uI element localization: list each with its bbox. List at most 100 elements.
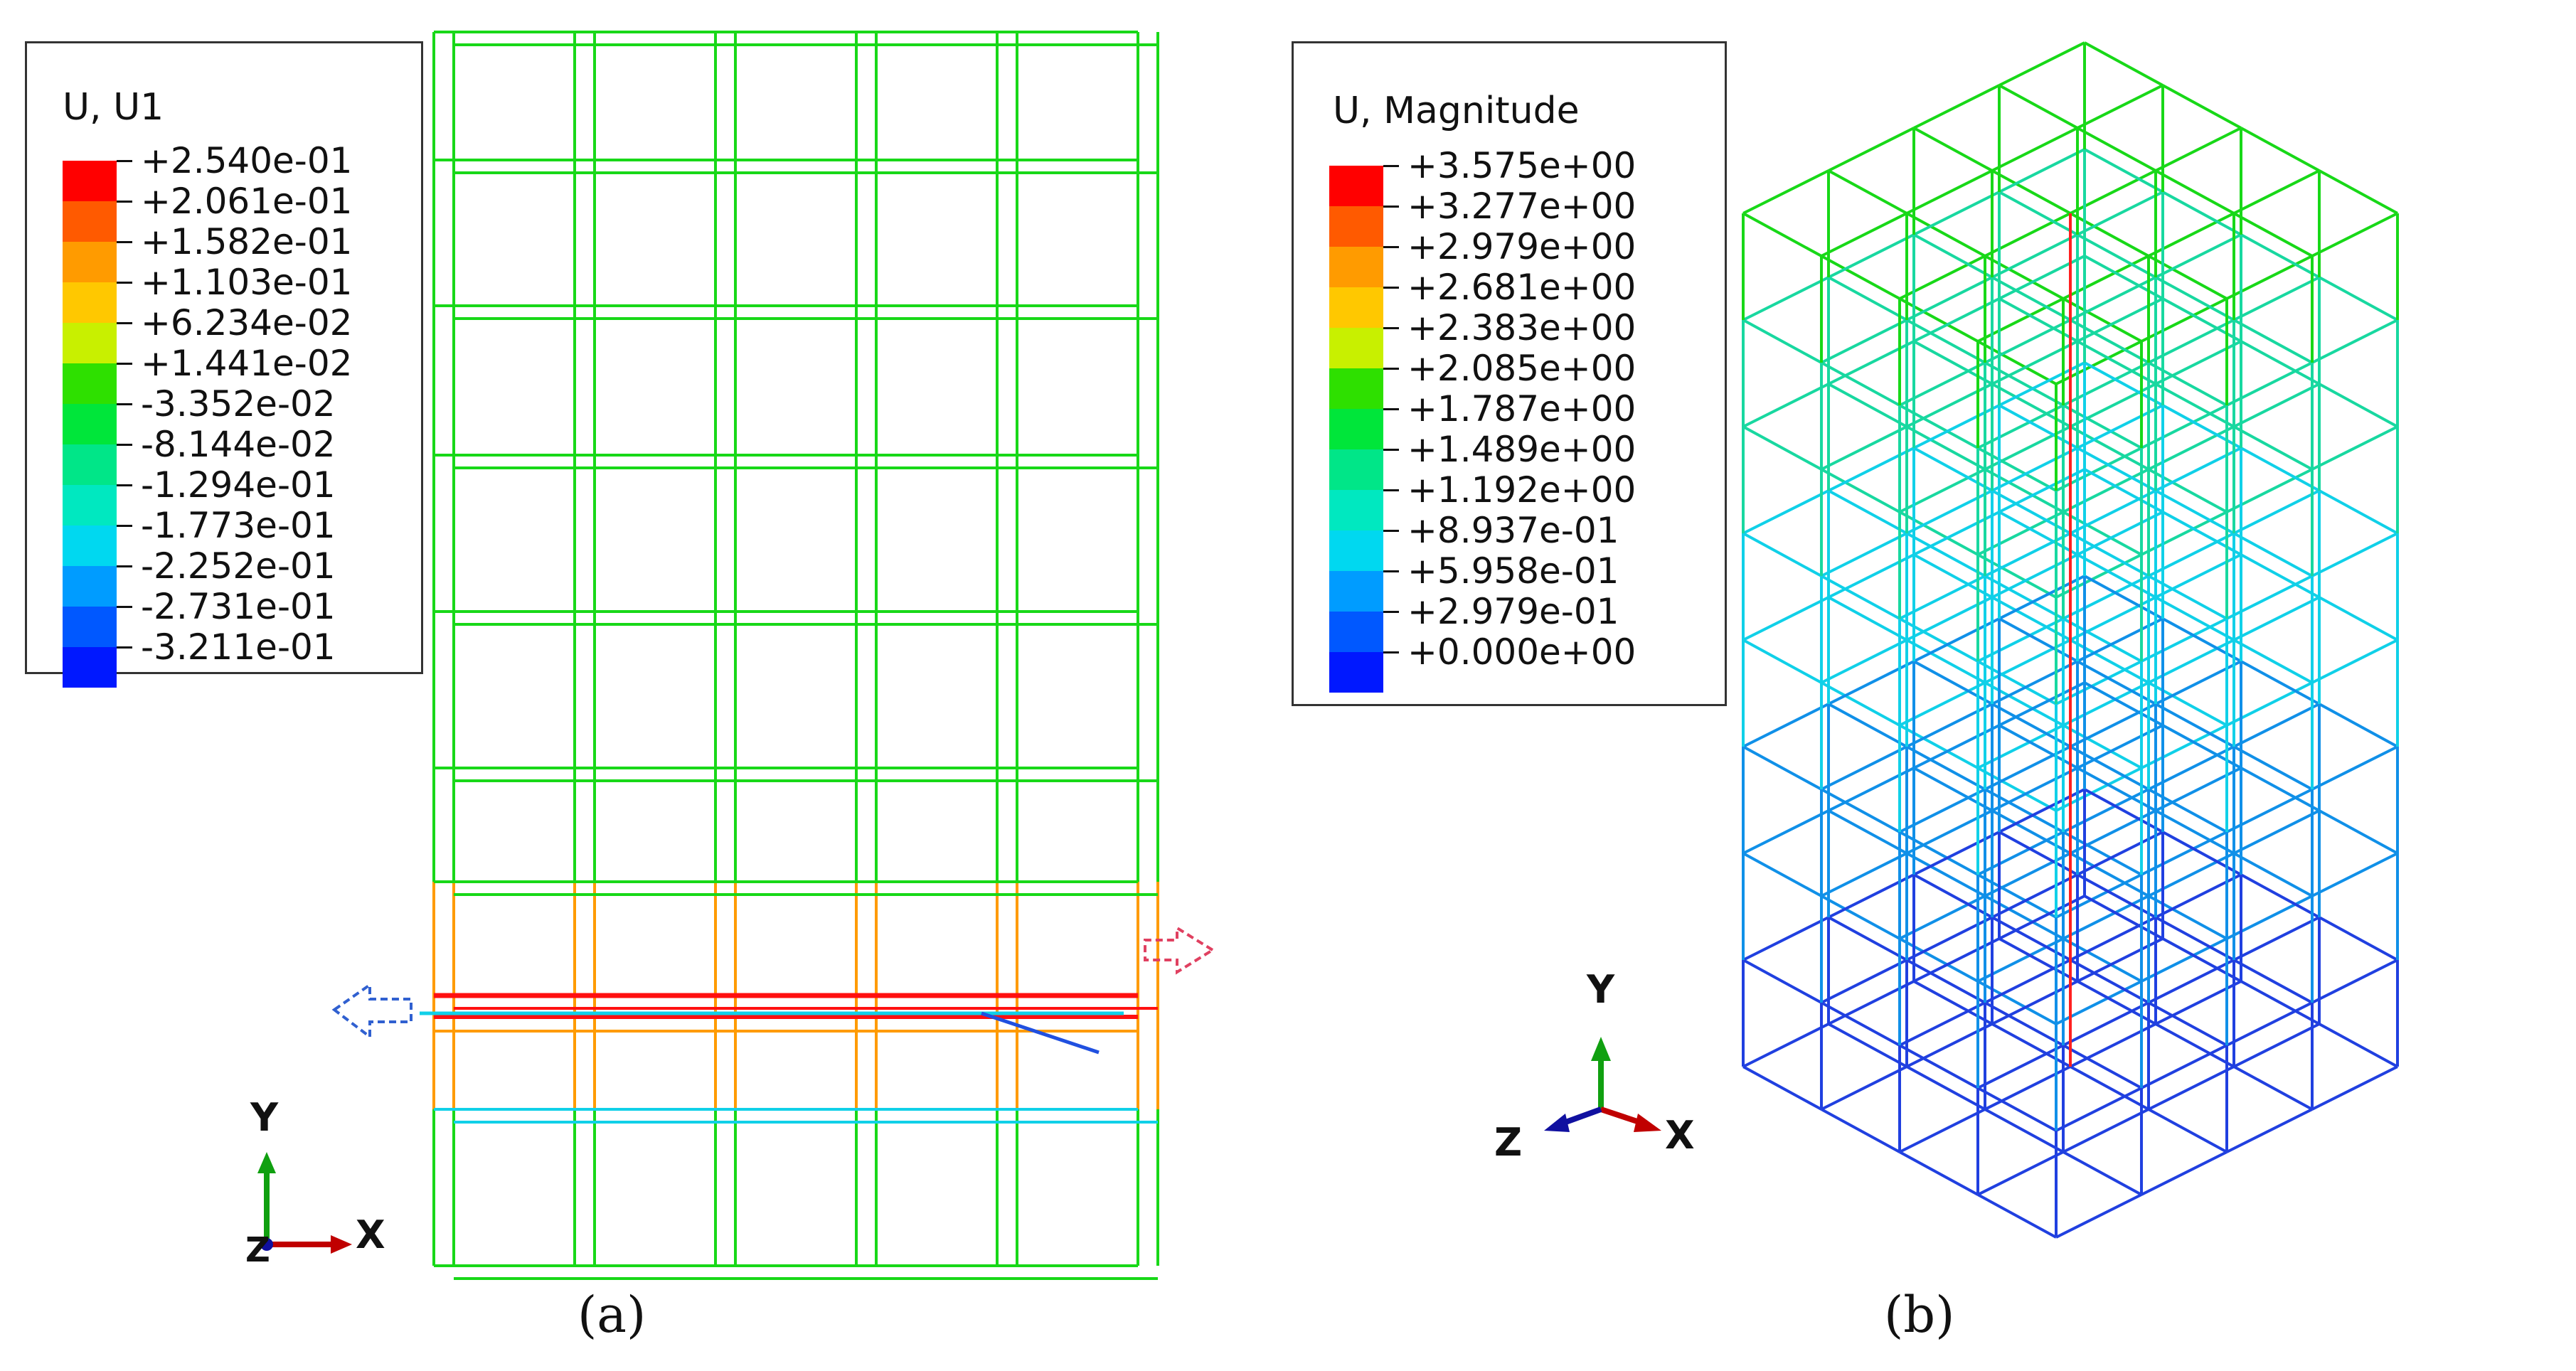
beam-edge [1821,959,1907,1004]
legend-value: -8.144e-02 [141,424,336,465]
beam-edge [1821,212,1907,257]
beam-edge [1742,383,1829,428]
axis-label-y: Y [1587,967,1615,1012]
beam-edge [2240,980,2320,1025]
legend-tick [1383,449,1399,451]
beam-edge [2233,276,2320,321]
legend-value: +3.277e+00 [1407,186,1636,227]
legend-swatch [63,161,117,201]
beam-edge [2055,1193,2142,1239]
legend-tick [1383,651,1399,654]
beam-edge [1742,489,1829,535]
legend-value: +2.979e-01 [1407,591,1619,632]
beam-edge [2070,1065,2149,1111]
beam-edge [1977,1193,2057,1239]
beam-edge [1991,127,2078,172]
legend-swatch [1329,409,1383,449]
legend-value: +2.085e+00 [1407,348,1636,389]
beam-edge [1828,233,1915,279]
beam-edge [1991,169,2071,215]
beam-edge [1906,319,1986,364]
legend-swatch [63,647,117,688]
beam-edge [2155,276,2235,321]
beam-edge [2311,532,2398,577]
beam-edge [1828,916,1907,961]
legend-row: +1.489e+00 [1294,429,1725,490]
legend-tick [117,322,132,324]
beam-edge [2240,233,2320,279]
legend-tick [117,241,132,243]
beam-edge [1742,959,1822,1004]
beam-edge [1821,1001,1900,1047]
beam-edge [2311,425,2398,471]
beam-edge [2155,916,2235,961]
beam-edge [2155,383,2235,428]
beam-edge [1828,127,1915,172]
legend-row: +2.681e+00 [1294,267,1725,328]
beam-edge [2084,148,2163,193]
legend-tick [1383,246,1399,248]
legend-value: -1.294e-01 [141,464,336,506]
legend-value: +2.540e-01 [141,140,353,181]
beam-edge [2233,959,2313,1004]
legend-value: -2.252e-01 [141,545,336,587]
legend-swatch [1329,571,1383,612]
panel-a: U, U1 +2.540e-01+2.061e-01+1.582e-01+1.1… [25,31,1215,1344]
beam-edge [1821,532,1907,577]
beam-edge [2311,1065,2398,1111]
beam-edge [2240,873,2320,919]
legend-row: +1.441e-02 [27,343,421,404]
legend-swatch [63,607,117,647]
beam-edge [1899,1151,1979,1196]
legend-swatch [63,485,117,526]
axis-label-z: Z [1494,1120,1523,1165]
beam-edge [2319,916,2398,961]
beam-edge [1742,1023,1829,1068]
legend-tick [117,201,132,203]
legend-tick [1383,570,1399,572]
beam-edge [1906,532,1986,577]
load-arrow-left [331,982,413,1040]
beam-edge [2155,169,2235,215]
legend-swatch [1329,530,1383,571]
caption-b: (b) [1884,1286,1955,1344]
beam-edge [2155,233,2242,279]
legend-tick [117,646,132,649]
legend-tick [1383,206,1399,208]
legend-tick [117,565,132,567]
caption-a: (a) [578,1286,646,1344]
legend-value: +2.383e+00 [1407,307,1636,348]
beam-edge [1821,745,1907,791]
legend-value: +1.489e+00 [1407,429,1636,470]
beam-edge [2148,1065,2235,1111]
legend-row: +2.061e-01 [27,181,421,242]
beam-edge [2240,553,2320,599]
beam-edge [2240,447,2320,492]
load-arrow-right [1144,925,1215,975]
beam-edge [2155,127,2242,172]
beam-edge [2063,1151,2142,1196]
legend-row: +1.103e-01 [27,262,421,323]
legend-row: +8.937e-01 [1294,510,1725,571]
legend-swatch [1329,328,1383,368]
legend-title: U, U1 [63,86,164,129]
legend-swatch [1329,287,1383,328]
beam-edge [2319,596,2398,641]
beam-edge [1998,41,2085,87]
legend-row: +2.979e-01 [1294,591,1725,652]
panel-b: U, Magnitude +3.575e+00+3.277e+00+2.979e… [1288,0,2576,1371]
beam-edge [2311,959,2398,1004]
beam-edge [1906,425,1986,471]
legend-row: +3.575e+00 [1294,145,1725,206]
beam-edge [1998,84,2078,129]
beam-edge [1991,276,2071,321]
legend-tick [117,363,132,365]
legend-swatch [1329,490,1383,530]
legend-swatch [1329,612,1383,652]
beam-edge [1742,809,1829,855]
beam-edge [1913,84,2000,129]
legend-tick [117,282,132,284]
beam-edge [2233,916,2320,961]
beam-edge [1828,169,1907,215]
beam-edge [1906,169,1993,215]
